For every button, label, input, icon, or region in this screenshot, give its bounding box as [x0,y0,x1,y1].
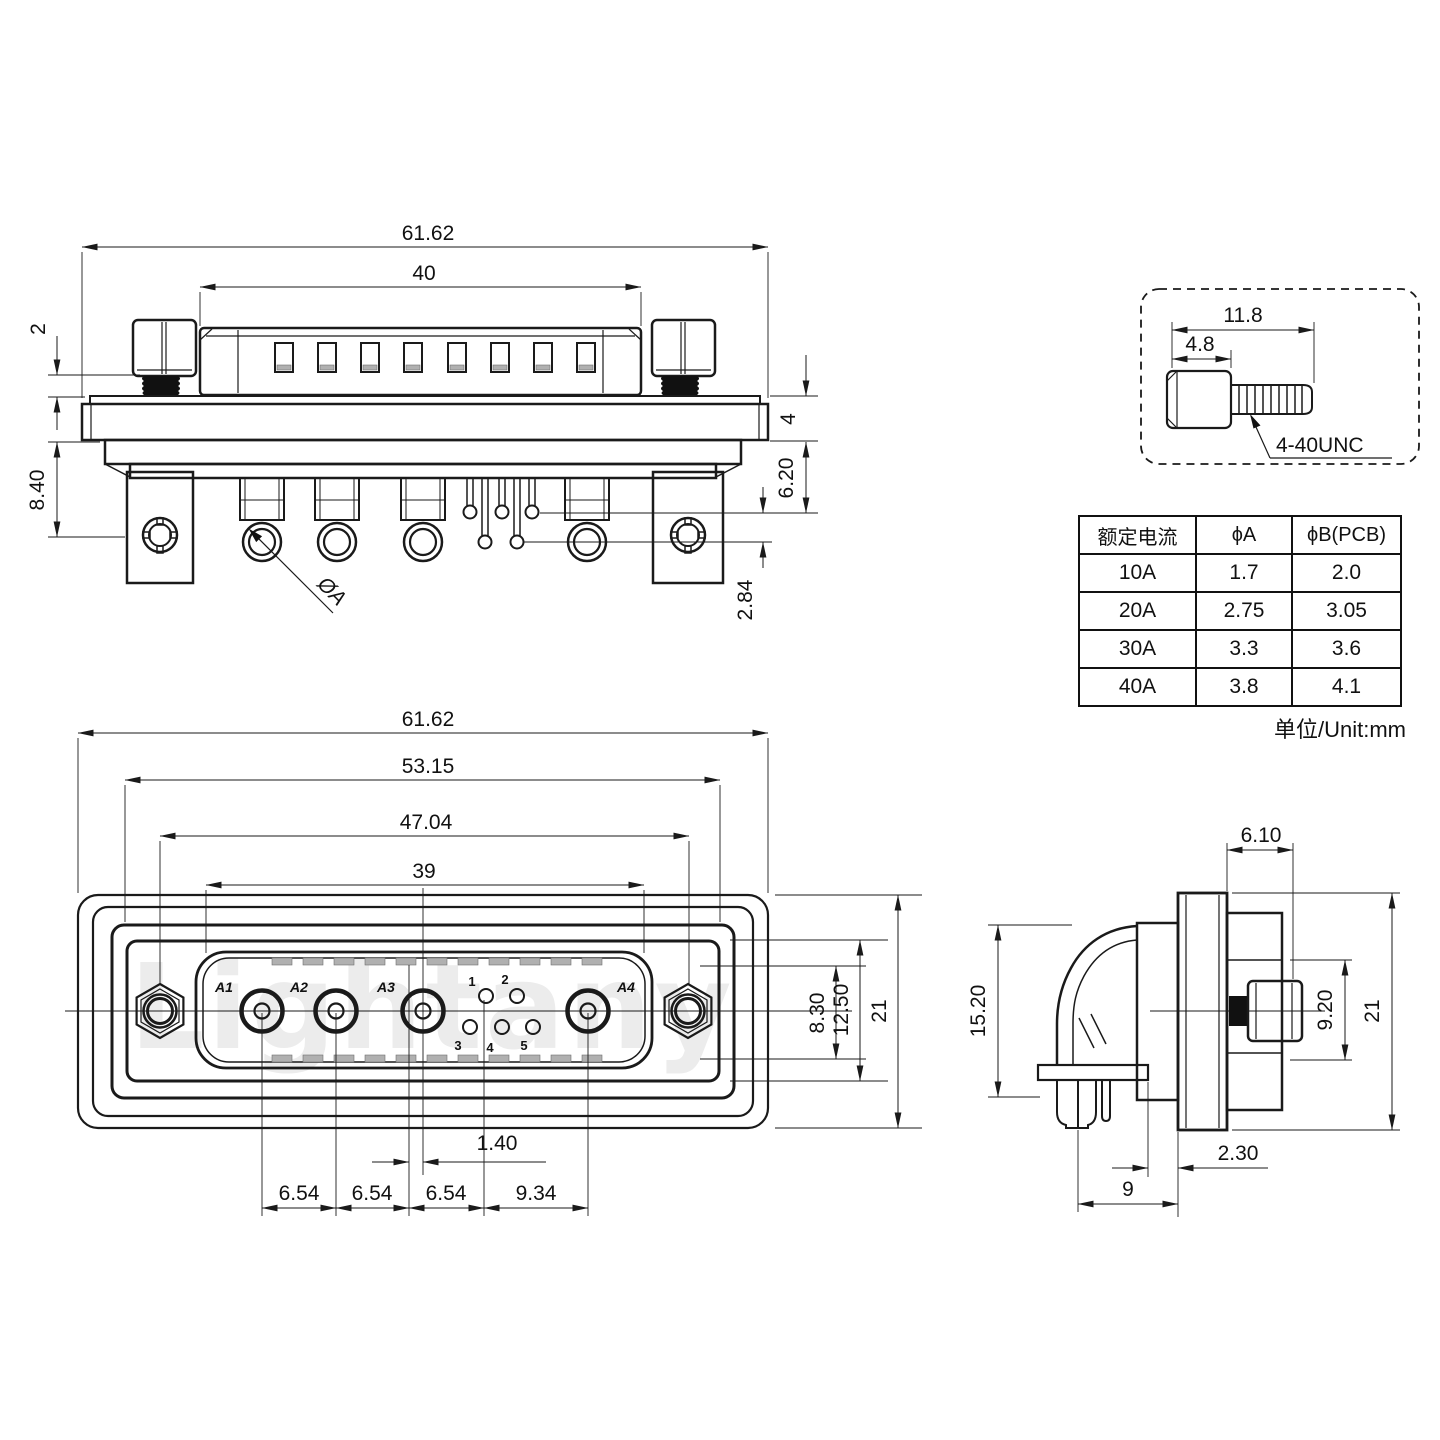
pin-label-1: 1 [468,974,475,989]
contact-label-a1: A1 [214,979,233,995]
dim-top-contact-diameter: ØA [312,572,350,610]
pin-label-3: 3 [454,1038,461,1053]
dim-top-pin-row-offset: 2.84 [734,579,757,620]
side-bracket [1036,1063,1150,1129]
dim-front-pitch-3: 6.54 [426,1182,467,1205]
dim-front-mount-hole-spacing: 47.04 [400,811,453,834]
hex-nut-right [663,982,713,1040]
dim-front-pitch-4: 9.34 [516,1182,557,1205]
side-thumbscrew [1229,979,1304,1043]
dim-side-screw-height: 9.20 [1314,990,1337,1031]
rated-current-table: 额定电流 ϕA ϕB(PCB) 10A 1.7 2.0 20A 2.75 3.0… [1078,515,1402,707]
hex-nut-left [135,982,185,1040]
pin-label-4: 4 [486,1040,494,1055]
dim-front-overall-height: 21 [868,999,891,1022]
dim-front-cutout-width: 53.15 [402,755,455,778]
table-cell: 3.8 [1195,667,1293,707]
front-view: 61.62 53.15 47.04 39 [65,708,922,1216]
dim-side-body-height: 15.20 [967,985,990,1038]
top-view: 61.62 40 [26,222,818,620]
screw-thread-label: 4-40UNC [1276,434,1364,457]
dim-side-mount-depth: 9 [1122,1178,1134,1201]
dim-top-bracket-depth: 8.40 [26,470,49,511]
table-row: 40A 3.8 4.1 [1078,667,1402,707]
table-cell: 3.3 [1195,629,1293,669]
table-row: 10A 1.7 2.0 [1078,553,1402,593]
dim-top-overall-width: 61.62 [402,222,455,245]
table-cell: 20A [1078,591,1197,631]
dim-screw-head-length: 4.8 [1185,333,1214,356]
table-row: 30A 3.3 3.6 [1078,629,1402,669]
signal-pin-tails [462,478,540,550]
thumbscrew-right [650,318,717,395]
dim-front-pitch-1: 6.54 [279,1182,320,1205]
dim-top-tail-length: 6.20 [775,458,798,499]
table-cell: 3.05 [1291,591,1402,631]
table-header-phi-a: ϕA [1195,515,1293,555]
table-cell: 40A [1078,667,1197,707]
dim-front-center-offset: 1.40 [477,1132,518,1155]
side-view: 6.10 15.20 9.20 21 2.30 9 [967,824,1400,1217]
table-cell: 2.0 [1291,553,1402,593]
dim-top-flange-thickness: 4 [777,413,800,425]
dim-front-shell-height: 12.50 [830,984,853,1037]
dim-front-pitch-2: 6.54 [352,1182,393,1205]
table-cell: 10A [1078,553,1197,593]
dim-top-body-width: 40 [412,262,435,285]
contact-label-a4: A4 [616,979,635,995]
table-cell: 30A [1078,629,1197,669]
insert-ticks [271,957,603,1063]
vent-slots [274,342,596,373]
table-cell: 2.75 [1195,591,1293,631]
table-header-phi-b-pcb: ϕB(PCB) [1291,515,1402,555]
bracket-left [125,470,195,585]
table-header-rated-current: 额定电流 [1078,515,1197,555]
thumbscrew-left [131,318,198,395]
table-row: 20A 2.75 3.05 [1078,591,1402,631]
power-contact-tails [239,477,610,563]
table-cell: 4.1 [1291,667,1402,707]
pin-label-5: 5 [520,1038,527,1053]
dim-top-screw-standoff: 2 [27,323,50,335]
dim-side-front-depth: 6.10 [1241,824,1282,847]
contact-label-a2: A2 [289,979,308,995]
table-header-row: 额定电流 ϕA ϕB(PCB) [1078,515,1402,555]
bracket-right [651,470,725,585]
signal-pins-front [462,988,541,1035]
contact-label-a3: A3 [376,979,395,995]
dim-front-overall-width: 61.62 [402,708,455,731]
dim-side-overall-height: 21 [1361,999,1384,1022]
dim-screw-total-length: 11.8 [1223,304,1262,327]
pin-label-2: 2 [501,972,508,987]
dim-front-opening-height: 8.30 [806,993,829,1034]
dim-front-insert-width: 39 [412,860,435,883]
side-hood [1055,924,1138,1065]
screw-detail: 11.8 4.8 4-40UNC [1140,288,1420,465]
dim-side-pin-setback: 2.30 [1218,1142,1259,1165]
table-cell: 3.6 [1291,629,1402,669]
table-cell: 1.7 [1195,553,1293,593]
unit-note: 单位/Unit:mm [1273,717,1406,742]
